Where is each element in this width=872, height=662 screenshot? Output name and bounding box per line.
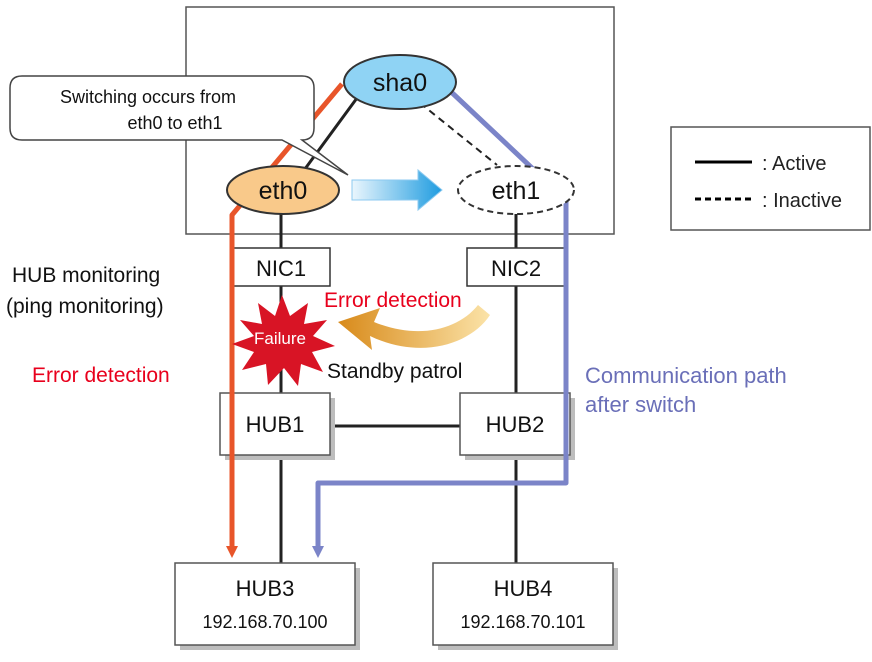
monitoring-label-line2: (ping monitoring) [6, 295, 164, 318]
hub1-label: HUB1 [246, 412, 305, 437]
failure-burst: Failure [232, 295, 335, 386]
nic2-label: NIC2 [491, 256, 541, 281]
standby-patrol-label: Standby patrol [327, 360, 462, 383]
monitoring-label-line1: HUB monitoring [12, 264, 160, 287]
hub3-box: HUB3 192.168.70.100 [174, 562, 360, 650]
comm-path-label-line1: Communication path [585, 363, 787, 388]
link-sha0-eth0 [300, 97, 359, 174]
sha0-label: sha0 [373, 69, 427, 97]
hub4-label: HUB4 [494, 576, 553, 601]
standby-patrol-arrow [338, 305, 490, 350]
nic2-box: NIC2 [466, 247, 566, 287]
error-detection-right: Error detection [324, 289, 462, 312]
hub1-box: HUB1 [219, 392, 335, 460]
failure-burst-icon [232, 295, 335, 386]
hub4-box: HUB4 192.168.70.101 [432, 562, 618, 650]
legend-inactive-label: : Inactive [762, 190, 842, 212]
eth0-label: eth0 [259, 177, 308, 205]
legend: : Active : Inactive [670, 126, 871, 231]
blue-path [312, 86, 569, 558]
callout-line1: Switching occurs from [60, 87, 236, 107]
switch-arrow-icon [351, 168, 443, 212]
network-links [279, 97, 518, 563]
callout-line2: eth0 to eth1 [127, 113, 222, 133]
error-detection-left: Error detection [32, 364, 170, 387]
eth0-node: eth0 [226, 165, 340, 215]
hub2-label: HUB2 [486, 412, 545, 437]
legend-active-label: : Active [762, 153, 826, 175]
eth1-node: eth1 [457, 165, 575, 215]
hub3-label: HUB3 [236, 576, 295, 601]
nic1-label: NIC1 [256, 256, 306, 281]
nic1-box: NIC1 [231, 247, 331, 287]
hub4-ip: 192.168.70.101 [460, 612, 585, 632]
comm-path-label-line2: after switch [585, 392, 696, 417]
patrol-arrow-icon [338, 305, 490, 350]
failure-label: Failure [254, 329, 306, 348]
eth1-label: eth1 [492, 177, 541, 205]
hub2-box: HUB2 [459, 392, 575, 460]
switch-callout: Switching occurs from eth0 to eth1 [9, 75, 349, 176]
hub3-ip: 192.168.70.100 [202, 612, 327, 632]
sha0-node: sha0 [343, 54, 457, 110]
link-sha0-eth1-inactive [419, 102, 498, 166]
